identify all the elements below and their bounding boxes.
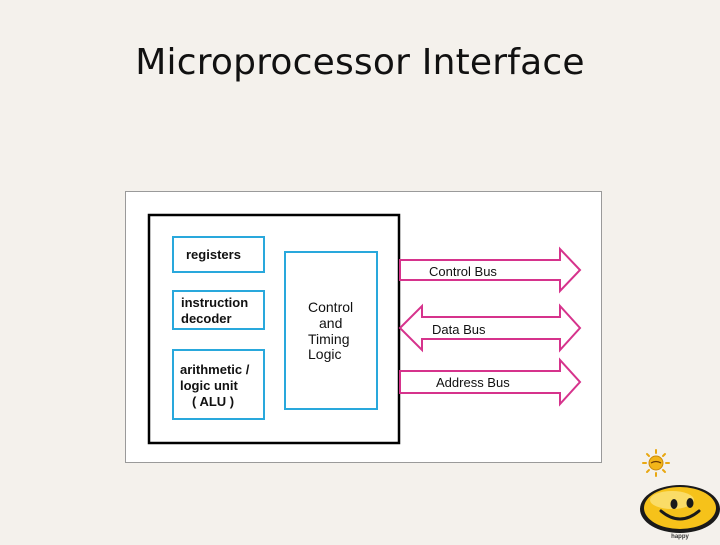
instruction-decoder-block (172, 290, 265, 330)
control-timing-label-line4: Logic (308, 346, 341, 362)
data-bus-arrow (398, 303, 582, 353)
data-bus-label: Data Bus (432, 322, 486, 337)
registers-label: registers (186, 247, 241, 262)
mascot-caption: happy (671, 534, 689, 540)
microprocessor-diagram: registers instruction decoder arithmetic… (125, 191, 602, 463)
slide-title: Microprocessor Interface (135, 42, 585, 83)
control-bus-arrow (399, 246, 582, 294)
alu-label-line3: ( ALU ) (192, 394, 234, 409)
address-bus-label: Address Bus (436, 375, 510, 390)
control-timing-label-line2: and (319, 315, 342, 331)
instruction-decoder-label-line2: decoder (181, 311, 232, 326)
sun-icon (642, 449, 670, 477)
happy-mascot: happy (634, 448, 720, 540)
control-timing-block (284, 251, 378, 410)
address-bus-arrow (399, 357, 582, 407)
control-bus-label: Control Bus (429, 264, 497, 279)
control-timing-label-line1: Control (308, 299, 353, 315)
alu-label-line1: arithmetic / (180, 362, 250, 377)
alu-block (172, 349, 265, 420)
smiley-face-icon (640, 485, 720, 533)
alu-label-line2: logic unit (180, 378, 238, 393)
control-timing-label-line3: Timing (308, 331, 350, 347)
registers-block (172, 236, 265, 273)
microprocessor-outline (147, 213, 401, 445)
instruction-decoder-label-line1: instruction (181, 295, 248, 310)
